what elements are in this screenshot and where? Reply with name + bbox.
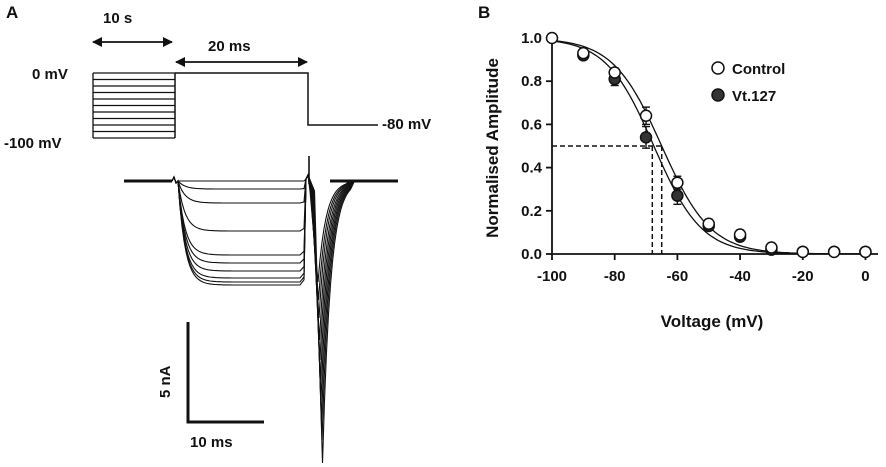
control-data-point: [671, 176, 684, 189]
x-tick-label: -20: [792, 268, 814, 285]
scale-label-time: 10 ms: [190, 434, 233, 451]
legend-label: Control: [732, 61, 785, 78]
test-pulse: [175, 72, 378, 126]
error-bars: [579, 48, 870, 255]
label-minus100mv: -100 mV: [4, 135, 62, 152]
label-minus80mv: -80 mV: [382, 116, 431, 133]
label-0mv: 0 mV: [32, 66, 68, 83]
panel-a-label: A: [6, 3, 18, 22]
x-axis-label: Voltage (mV): [661, 312, 764, 331]
arrow-head-left-icon: [92, 37, 102, 47]
x-tick-label: 0: [861, 268, 869, 285]
y-tick-label: 0.6: [521, 116, 542, 133]
panel-b: B 0.0 0.2 0.4 0.6 0.8 1.0 -100 -80 -60 -40 -20 0 Co…: [478, 3, 878, 331]
x-tick-label: -80: [604, 268, 626, 285]
control-data-point: [733, 228, 747, 241]
half-inactivation-guides: [552, 145, 663, 254]
panel-b-label: B: [478, 3, 490, 22]
y-tick-label: 0.0: [521, 246, 542, 263]
arrow-head-left-icon: [175, 57, 185, 67]
control-data-point: [859, 245, 872, 259]
x-tick-label: -40: [729, 268, 751, 285]
y-axis-label: Normalised Amplitude: [483, 58, 502, 238]
scale-bar: [186, 322, 264, 424]
chart-axes: 0.0 0.2 0.4 0.6 0.8 1.0 -100 -80 -60 -40 -20 0: [521, 30, 878, 285]
control-data-point: [577, 46, 590, 60]
arrow-head-right-icon: [163, 37, 173, 47]
data-points: [545, 31, 872, 259]
legend-marker-filled-circle-icon: [711, 88, 725, 102]
prepulse-steps: [93, 72, 175, 139]
y-tick-label: 0.8: [521, 73, 542, 90]
voltage-protocol: [92, 37, 378, 139]
current-trace: [124, 173, 393, 301]
legend-label: Vt.127: [732, 88, 776, 105]
arrow-head-right-icon: [298, 57, 308, 67]
label-20ms: 20 ms: [208, 38, 251, 55]
current-trace: [124, 173, 398, 283]
control-data-point: [827, 245, 841, 259]
control-data-point: [796, 245, 810, 259]
fit-curve: [551, 40, 872, 255]
label-10s: 10 s: [103, 10, 132, 27]
control-data-point: [702, 217, 715, 231]
x-tick-label: -100: [537, 268, 567, 285]
current-trace: [124, 173, 395, 401]
current-trace: [124, 173, 394, 341]
y-tick-label: 0.4: [521, 160, 543, 177]
current-trace: [124, 173, 395, 381]
current-trace: [124, 173, 396, 441]
vt127-data-point: [639, 131, 653, 144]
current-traces: [124, 156, 398, 464]
y-tick-label: 1.0: [521, 30, 542, 47]
panel-a: A 10 s 20 ms 0 mV -100 mV -80 mV: [4, 3, 431, 464]
control-data-point: [639, 109, 653, 123]
y-tick-label: 0.2: [521, 203, 542, 220]
vt127-data-point: [671, 189, 684, 202]
current-trace: [124, 173, 397, 464]
current-trace: [124, 173, 394, 361]
current-trace: [124, 173, 393, 319]
x-tick-label: -60: [667, 268, 689, 285]
control-data-point: [608, 66, 621, 79]
legend-marker-open-circle-icon: [711, 61, 725, 75]
control-data-point: [765, 241, 778, 254]
scale-label-current: 5 nA: [157, 365, 174, 398]
control-data-point: [545, 31, 559, 45]
